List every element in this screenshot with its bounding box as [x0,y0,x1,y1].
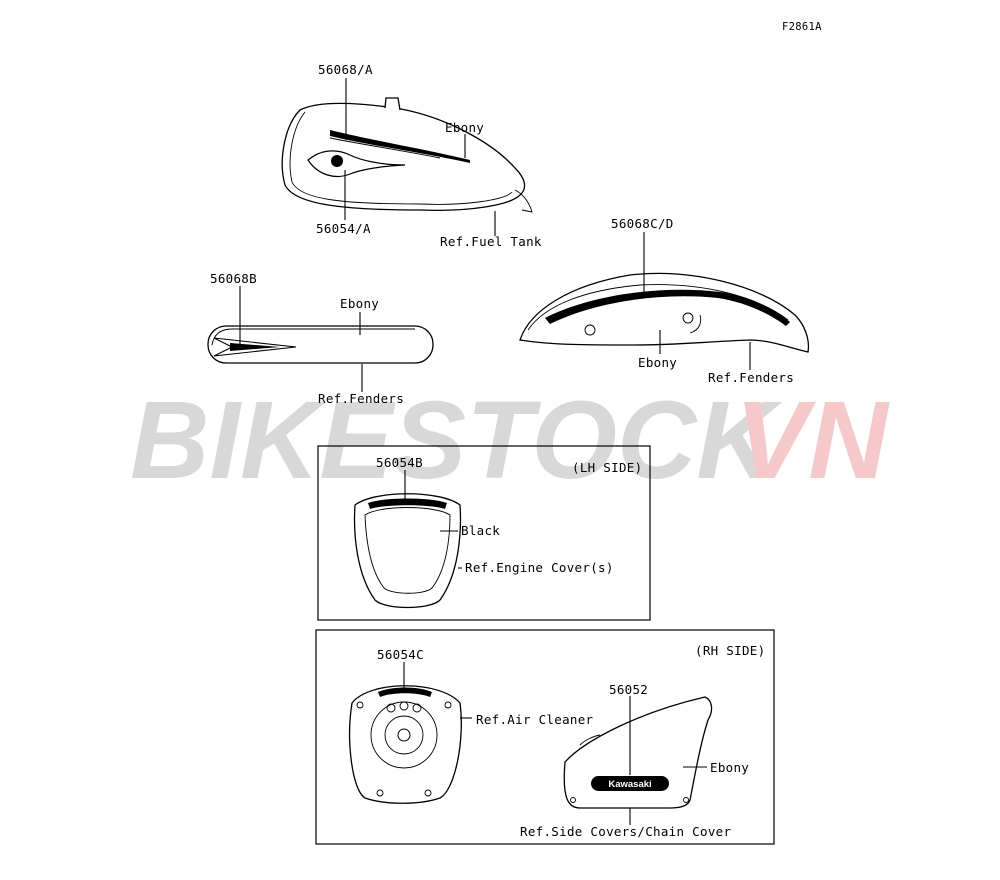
label-lh-ref: Ref.Engine Cover(s) [465,560,614,575]
label-rear-fender-color: Ebony [638,355,677,370]
label-lh-color: Black [461,523,500,538]
label-56054b: 56054B [376,455,423,470]
kawasaki-badge-text: Kawasaki [608,779,651,790]
side-cover-drawing: Kawasaki [563,696,713,809]
air-cleaner-drawing [349,685,462,804]
fuel-tank-drawing [281,97,533,213]
watermark-right: VN [735,379,890,502]
label-56068a: 56068/A [318,62,373,77]
label-56068b: 56068B [210,271,257,286]
rh-side-title: (RH SIDE) [695,643,765,658]
label-56054c: 56054C [377,647,424,662]
label-56052: 56052 [609,682,648,697]
label-side-cover-ref: Ref.Side Covers/Chain Cover [520,824,731,839]
label-56054a: 56054/A [316,221,371,236]
rh-side-box [315,629,775,845]
front-fender-drawing [207,325,434,364]
engine-cover-drawing [353,493,462,609]
label-front-fender-ref: Ref.Fenders [318,391,404,406]
label-tank-color: Ebony [445,120,484,135]
lh-side-box [317,445,651,621]
label-air-cleaner-ref: Ref.Air Cleaner [476,712,594,727]
label-56068cd: 56068C/D [611,216,674,231]
label-front-fender-color: Ebony [340,296,379,311]
watermark-left: BIKESTOCK [130,379,783,502]
rear-fender-drawing [519,272,810,353]
label-ref-fuel-tank: Ref.Fuel Tank [440,234,542,249]
lh-side-title: (LH SIDE) [572,460,642,475]
figure-code: F2861A [782,21,822,33]
label-rear-fender-ref: Ref.Fenders [708,370,794,385]
label-side-cover-color: Ebony [710,760,749,775]
